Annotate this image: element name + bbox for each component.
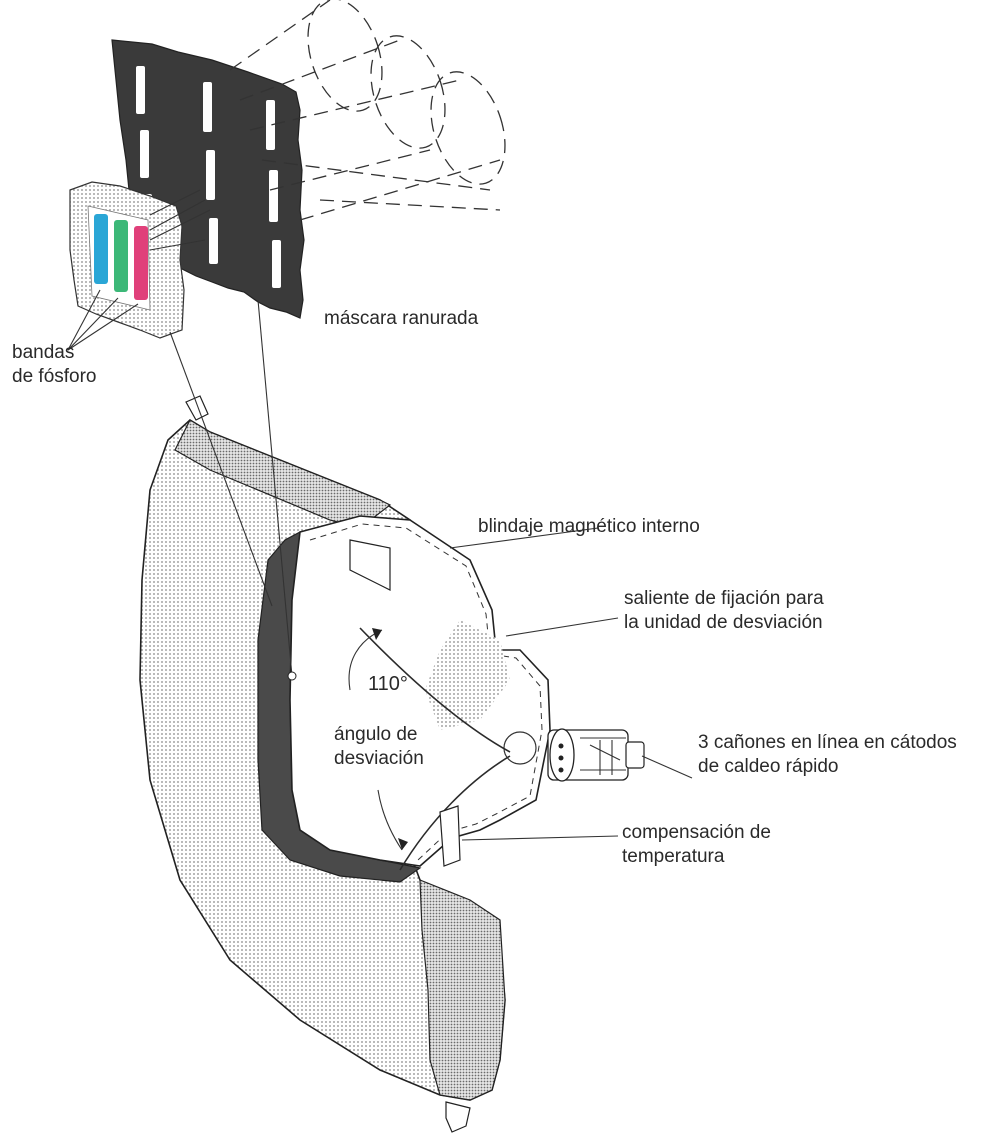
phosphor-strip-magenta <box>134 226 148 300</box>
label-mascara-ranurada: máscara ranurada <box>324 308 479 329</box>
label-saliente-line1: saliente de fijación para <box>624 588 824 609</box>
phosphor-strip-blue <box>94 214 108 284</box>
label-bandas-line2: de fósforo <box>12 366 97 387</box>
label-angle-value: 110° <box>368 673 408 695</box>
label-blindaje: blindaje magnético interno <box>478 516 700 537</box>
label-canones-line1: 3 cañones en línea en cátodos <box>698 732 957 753</box>
label-bandas-line1: bandas <box>12 342 74 363</box>
label-compensacion-line1: compensación de <box>622 822 771 843</box>
label-angle-line2: desviación <box>334 748 424 769</box>
phosphor-strip-green <box>114 220 128 292</box>
electron-gun <box>548 729 644 781</box>
label-saliente-line2: la unidad de desviación <box>624 612 823 633</box>
label-canones-line2: de caldeo rápido <box>698 756 839 777</box>
label-compensacion-line2: temperatura <box>622 846 725 867</box>
label-angle-line1: ángulo de <box>334 724 417 745</box>
